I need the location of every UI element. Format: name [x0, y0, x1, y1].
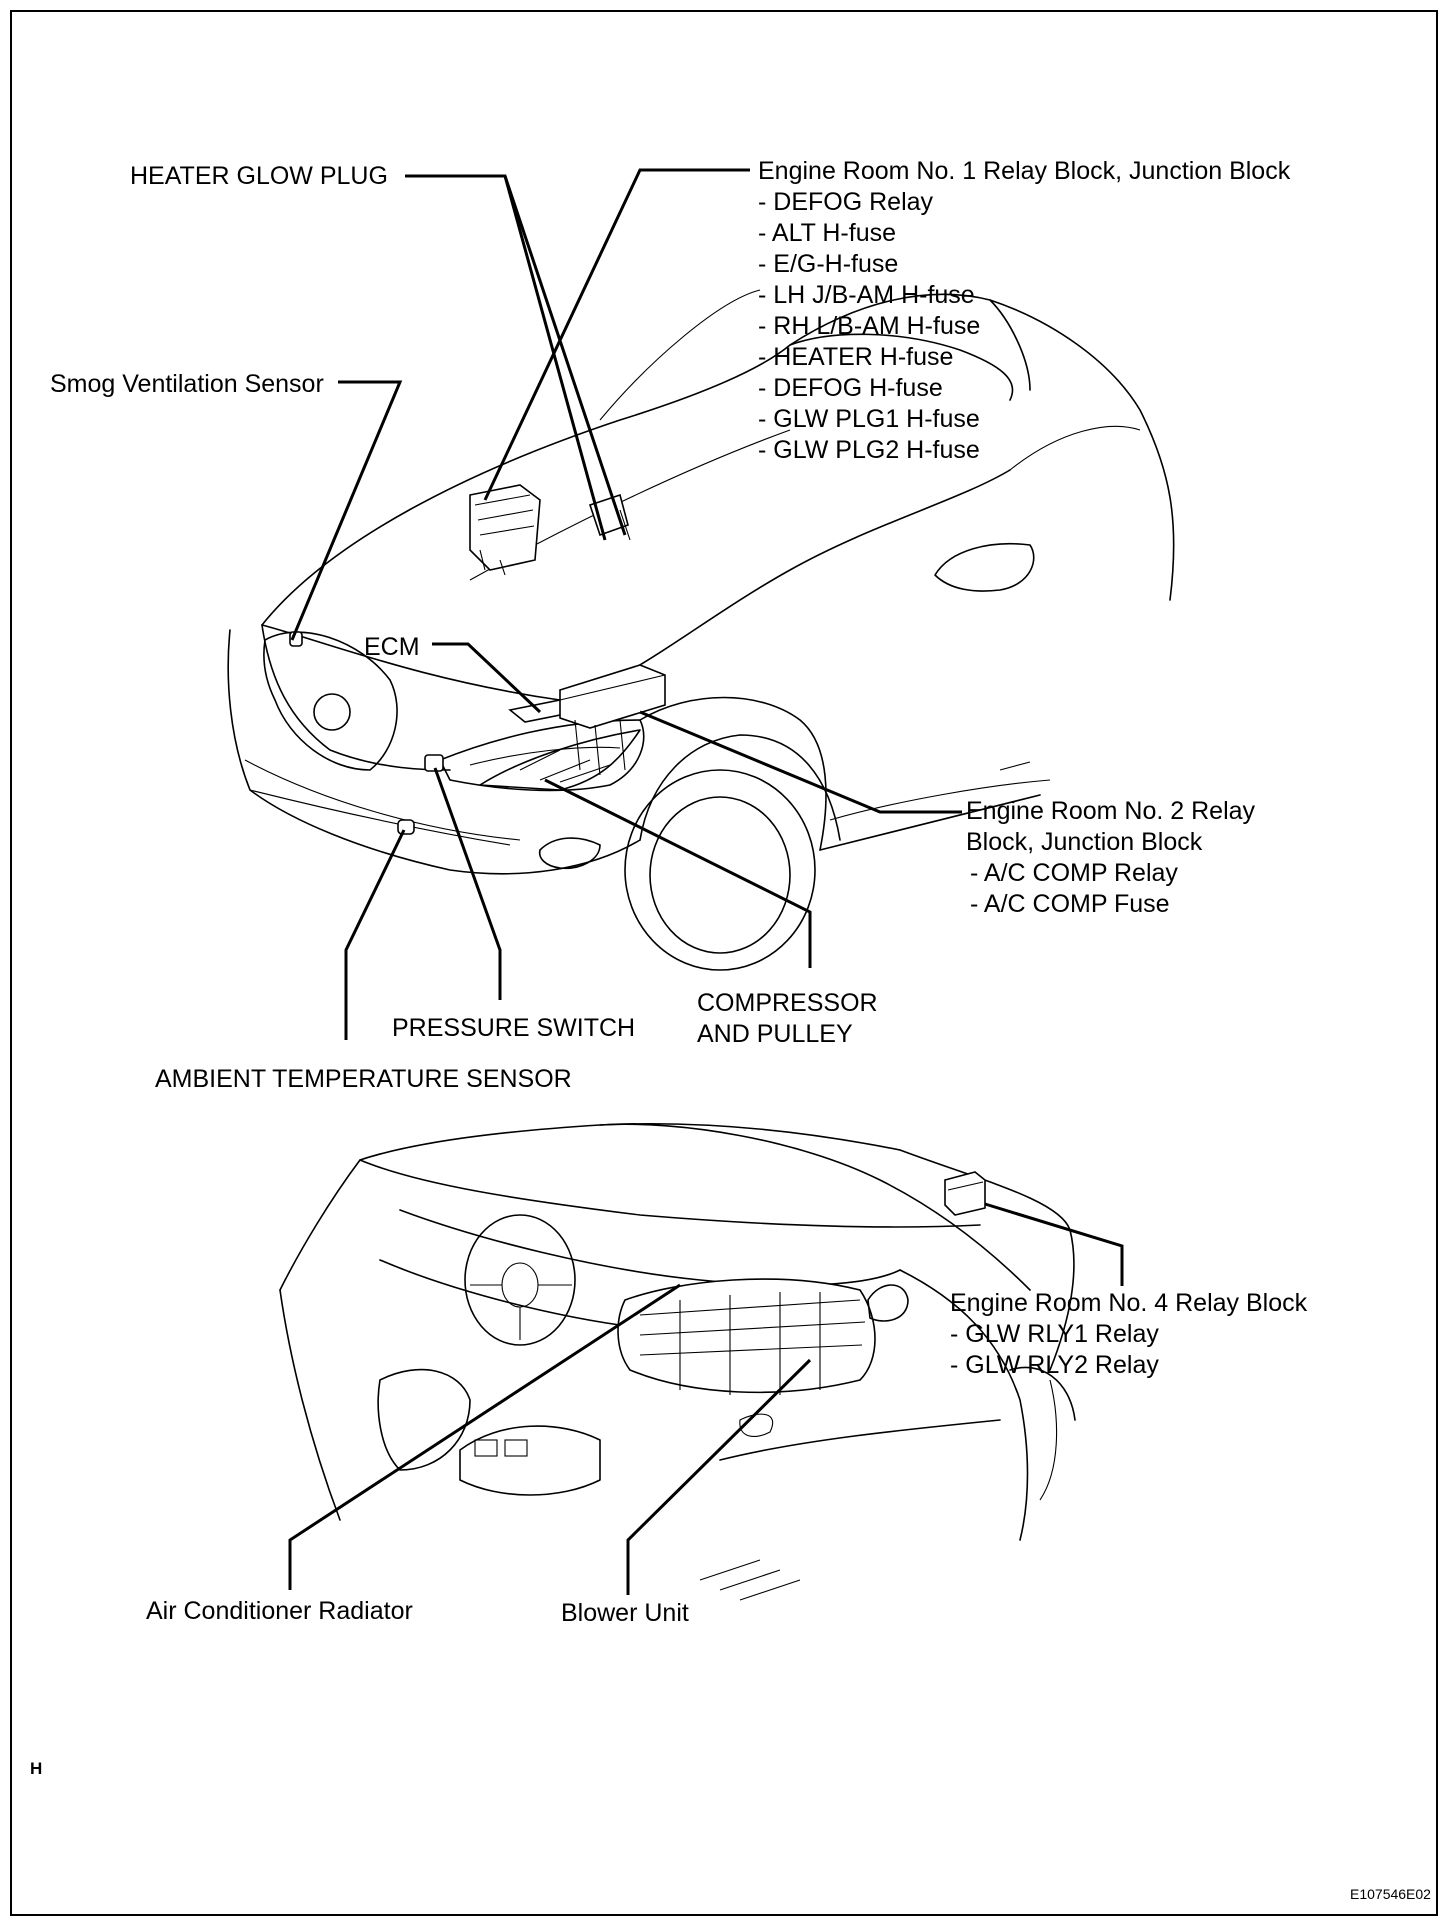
diagram-frame: [10, 10, 1438, 1916]
pressure-switch-label: PRESSURE SWITCH: [392, 1014, 636, 1042]
interior-car-illustration: [279, 1122, 1076, 1601]
relay-block-1-item: - LH J/B-AM H-fuse: [758, 281, 975, 309]
compressor-label-line: COMPRESSOR: [697, 989, 878, 1017]
ambient-sensor-part: [397, 819, 415, 835]
relay-block-1-part: [469, 484, 541, 576]
ambient-temperature-sensor-label: AMBIENT TEMPERATURE SENSOR: [155, 1065, 572, 1093]
relay-block-1-title: Engine Room No. 1 Relay Block, Junction …: [758, 157, 1291, 185]
relay-block-4-item: - GLW RLY2 Relay: [950, 1351, 1159, 1379]
ecm-label: ECM: [364, 633, 420, 661]
relay-block-1-item: - GLW PLG1 H-fuse: [758, 405, 980, 433]
relay-block-1-item: - HEATER H-fuse: [758, 343, 954, 371]
relay-block-2-item: - A/C COMP Relay: [970, 859, 1178, 887]
relay-block-1-label: Engine Room No. 1 Relay Block, Junction …: [758, 156, 1290, 466]
compressor-label-line: AND PULLEY: [697, 1020, 853, 1048]
compressor-and-pulley-label: COMPRESSOR AND PULLEY: [697, 988, 878, 1050]
relay-block-2-label: Engine Room No. 2 Relay Block, Junction …: [966, 796, 1255, 920]
relay-block-4-part: [944, 1171, 986, 1216]
relay-block-4-item: - GLW RLY1 Relay: [950, 1320, 1159, 1348]
relay-block-1-item: - RH L/B-AM H-fuse: [758, 312, 981, 340]
heater-glow-plug-label: HEATER GLOW PLUG: [130, 162, 388, 190]
figure-code: E107546E02: [1350, 1886, 1431, 1902]
relay-block-1-item: - ALT H-fuse: [758, 219, 897, 247]
relay-block-2-title: Block, Junction Block: [966, 828, 1203, 856]
blower-unit-label: Blower Unit: [561, 1599, 689, 1627]
relay-block-4-title: Engine Room No. 4 Relay Block: [950, 1289, 1308, 1317]
pressure-switch-part: [424, 754, 444, 772]
relay-block-1-item: - DEFOG Relay: [758, 188, 934, 216]
relay-block-4-label: Engine Room No. 4 Relay Block - GLW RLY1…: [950, 1288, 1307, 1381]
page-mark: H: [30, 1759, 43, 1778]
relay-block-2-part: [559, 664, 666, 776]
leader-lines-upper: [290, 168, 962, 1040]
relay-block-2-title: Engine Room No. 2 Relay: [966, 797, 1256, 825]
air-conditioner-radiator-label: Air Conditioner Radiator: [146, 1597, 413, 1625]
front-car-illustration: [227, 289, 1175, 971]
smog-ventilation-sensor-label: Smog Ventilation Sensor: [50, 370, 324, 398]
relay-block-2-item: - A/C COMP Fuse: [970, 890, 1170, 918]
relay-block-1-item: - E/G-H-fuse: [758, 250, 899, 278]
relay-block-1-item: - GLW PLG2 H-fuse: [758, 436, 980, 464]
leader-lines-lower: [288, 1202, 1124, 1595]
relay-block-1-item: - DEFOG H-fuse: [758, 374, 943, 402]
